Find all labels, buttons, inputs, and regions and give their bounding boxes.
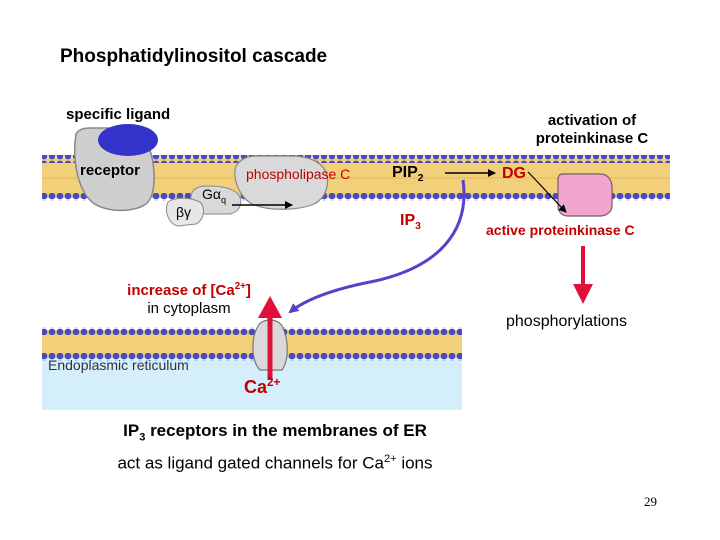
label-in-cytoplasm: in cytoplasm — [147, 300, 231, 317]
label-phosphorylations: phosphorylations — [506, 313, 627, 330]
label-pip2: PIP2 — [392, 164, 424, 184]
ip3-to-er-arrow — [288, 179, 466, 314]
label-activation-line1: activation of — [547, 112, 637, 129]
label-receptor: receptor — [80, 162, 141, 179]
pkc-shape — [557, 173, 613, 217]
caption-line1-post: receptors in the membranes of ER — [145, 421, 427, 440]
label-pip2-sub: 2 — [417, 173, 424, 185]
label-er: Endoplasmic reticulum — [48, 357, 189, 373]
label-increase-sup: 2+ — [234, 281, 246, 292]
beta-gamma-shape — [165, 197, 204, 227]
label-beta-gamma: βγ — [176, 204, 192, 220]
dg-to-pkc-arrow — [527, 171, 567, 213]
label-increase-pre: increase of [Ca — [127, 282, 235, 299]
ligand-shape — [98, 124, 158, 156]
label-ip3: IP3 — [400, 212, 421, 232]
label-dg: DG — [502, 165, 526, 182]
label-active-pkc: active proteinkinase C — [486, 222, 635, 238]
er-membrane — [42, 327, 462, 410]
label-ca2-sup: 2+ — [267, 376, 281, 389]
label-g-alpha: Gαq — [202, 186, 226, 205]
caption-line1-sub: 3 — [139, 431, 146, 444]
label-specific-ligand: specific ligand — [66, 106, 171, 123]
label-phospholipase: phospholipase C — [246, 166, 351, 182]
phospholipase-shape — [234, 155, 329, 210]
page-title: Phosphatidylinositol cascade — [60, 46, 328, 67]
label-activation-line2: proteinkinase C — [535, 130, 649, 147]
label-increase-post: ] — [245, 282, 251, 299]
label-increase-line1: increase of [Ca2+] — [104, 278, 274, 300]
label-ca2: Ca2+ — [244, 376, 280, 398]
caption-line2-sup: 2+ — [383, 453, 397, 466]
label-g-alpha-sub: q — [220, 194, 227, 205]
caption: IP3 receptors in the membranes of ER act… — [60, 420, 490, 475]
label-pip2-main: PIP — [392, 164, 418, 181]
caption-line2-pre: act as ligand gated channels for Ca — [117, 454, 384, 474]
caption-line1: IP3 receptors in the membranes of ER — [60, 420, 490, 448]
label-ca2-main: Ca — [244, 377, 268, 397]
label-increase-ca: increase of [Ca2+] in cytoplasm — [104, 278, 274, 318]
slide-number: 29 — [644, 494, 657, 509]
label-activation: activation of proteinkinase C — [512, 112, 672, 148]
caption-line2-post: ions — [396, 454, 433, 474]
label-g-alpha-main: Gα — [202, 186, 221, 202]
caption-line1-pre: IP — [123, 421, 140, 440]
label-ip3-main: IP — [400, 212, 416, 229]
label-ip3-sub: 3 — [415, 221, 421, 233]
caption-line2: act as ligand gated channels for Ca2+ io… — [60, 448, 490, 475]
